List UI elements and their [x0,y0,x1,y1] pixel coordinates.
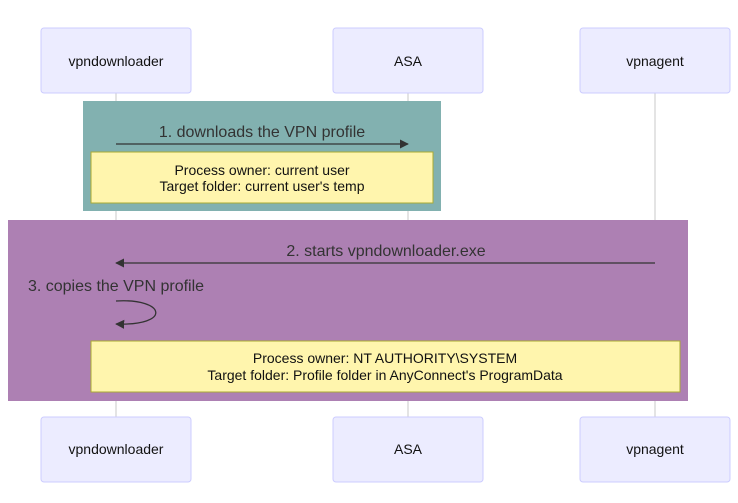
message-3-self-loop-arrow [115,300,157,329]
actor-asa-bottom-label: ASA [394,441,423,457]
actor-vpndownloader-bottom: vpndownloader [40,416,192,483]
note-1-line-2: Target folder: current user's temp [160,178,365,194]
note-2: Process owner: NT AUTHORITY\SYSTEM Targe… [90,340,681,393]
actor-asa-top-label: ASA [394,53,423,69]
actor-asa-top: ASA [332,27,484,94]
actor-vpndownloader-top: vpndownloader [40,27,192,94]
actor-vpnagent-bottom: vpnagent [579,416,731,483]
message-3-label: 3. copies the VPN profile [28,278,204,295]
message-1-label: 1. downloads the VPN profile [159,124,365,141]
actor-vpnagent-bottom-label: vpnagent [626,441,684,457]
actor-vpnagent-top: vpnagent [579,27,731,94]
actor-asa-bottom: ASA [332,416,484,483]
note-2-line-2: Target folder: Profile folder in AnyConn… [207,367,562,383]
note-1: Process owner: current user Target folde… [90,151,434,204]
message-2-label: 2. starts vpndownloader.exe [286,243,485,260]
actor-vpndownloader-top-label: vpndownloader [69,53,164,69]
note-2-line-1: Process owner: NT AUTHORITY\SYSTEM [253,350,517,366]
actor-vpndownloader-bottom-label: vpndownloader [69,441,164,457]
actor-vpnagent-top-label: vpnagent [626,53,684,69]
note-1-line-1: Process owner: current user [174,162,349,178]
